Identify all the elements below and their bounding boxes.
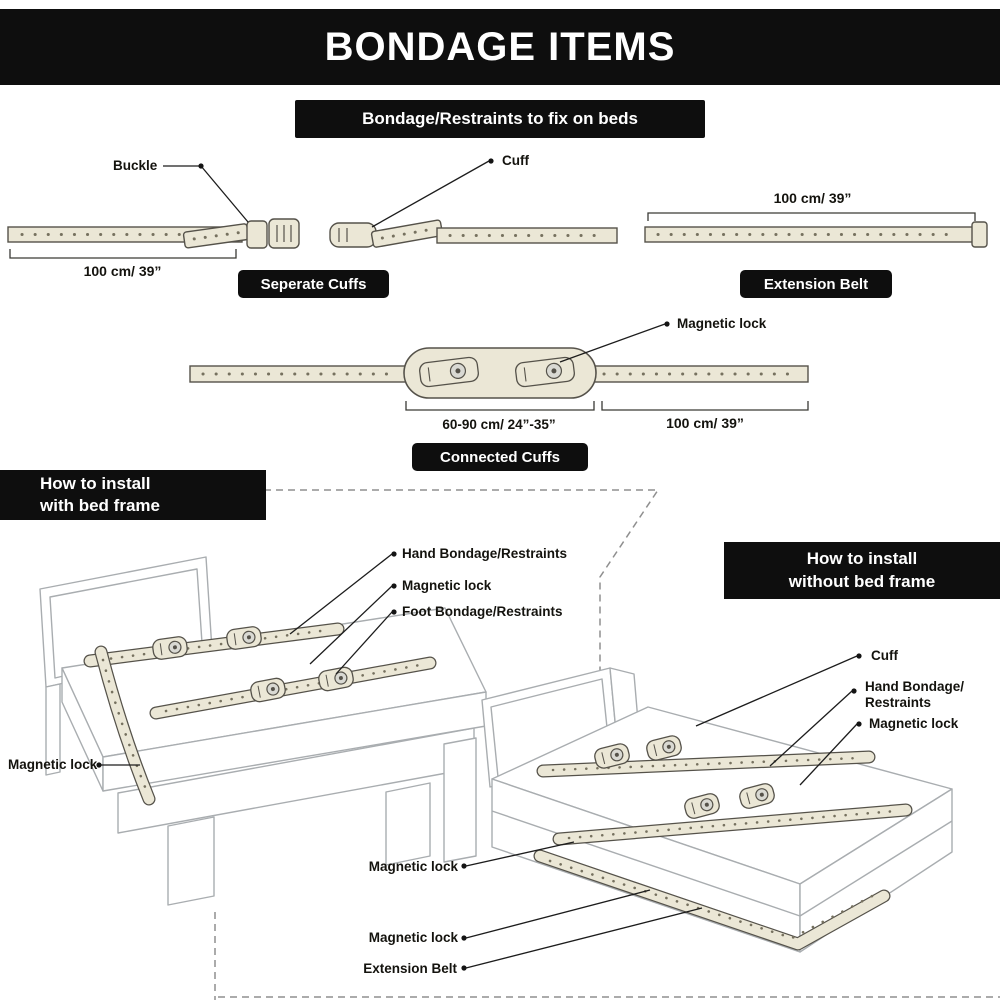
extension-belt-dimension: 100 cm/ 39” xyxy=(773,190,852,206)
cuff-callout-label: Cuff xyxy=(871,648,898,663)
bed-without-frame-straps xyxy=(533,750,913,951)
buckle-callout-label: Buckle xyxy=(113,158,158,173)
magnetic-lock-callout-label: Magnetic lock xyxy=(402,578,492,593)
extension-belt-illustration xyxy=(644,221,988,248)
extension-belt-badge: Extension Belt xyxy=(740,270,892,298)
separate-cuffs-badge: Seperate Cuffs xyxy=(238,270,389,298)
separate-cuffs-belt-illustration xyxy=(7,218,300,249)
magnetic-lock-callout-label: Magnetic lock xyxy=(368,859,458,874)
separate-cuffs-dimension: 100 cm/ 39” xyxy=(83,263,162,279)
title-line-1: How to install xyxy=(806,549,918,569)
title-line-1: How to install xyxy=(40,473,151,493)
leader-dots xyxy=(96,158,862,971)
extension-belt-callout-label: Extension Belt xyxy=(363,961,457,976)
connected-cuffs-dimension-center: 60-90 cm/ 24”-35” xyxy=(442,417,556,432)
hand-bondage-callout-label: Hand Bondage/ Restraints xyxy=(865,679,964,710)
hand-bondage-line-1: Hand Bondage/ xyxy=(865,679,965,694)
hand-cuff-icon xyxy=(151,635,189,661)
title-line-2: with bed frame xyxy=(40,496,160,515)
hand-bondage-callout-label: Hand Bondage/Restraints xyxy=(402,546,568,561)
hand-bondage-line-2: Restraints xyxy=(865,694,932,710)
section-title-without-bed-frame: How to install without bed frame xyxy=(724,542,1000,599)
separate-cuff-strap-illustration xyxy=(329,219,618,248)
section-banner-fix-on-beds: Bondage/Restraints to fix on beds xyxy=(295,100,705,138)
leader-lines xyxy=(99,160,858,969)
page-title: BONDAGE ITEMS xyxy=(0,9,1000,85)
bed-with-frame-straps xyxy=(83,622,437,806)
title-line-2: without bed frame xyxy=(788,571,936,591)
dimension-brackets xyxy=(9,212,976,411)
section-title-with-bed-frame: How to install with bed frame xyxy=(0,470,266,520)
connected-cuffs-illustration xyxy=(189,347,809,399)
magnetic-lock-callout-label: Magnetic lock xyxy=(368,930,458,945)
section-divider-dashed-lines xyxy=(0,489,1000,1000)
connected-cuffs-badge: Connected Cuffs xyxy=(412,443,588,471)
magnetic-lock-callout-label: Magnetic lock xyxy=(8,757,98,772)
magnetic-lock-callout-label: Magnetic lock xyxy=(677,316,767,331)
foot-bondage-callout-label: Foot Bondage/Restraints xyxy=(402,604,563,619)
magnetic-lock-callout-label: Magnetic lock xyxy=(869,716,959,731)
connected-cuffs-dimension-right: 100 cm/ 39” xyxy=(666,415,744,431)
cuff-callout-label: Cuff xyxy=(502,153,529,168)
hand-cuff-icon xyxy=(225,625,263,651)
